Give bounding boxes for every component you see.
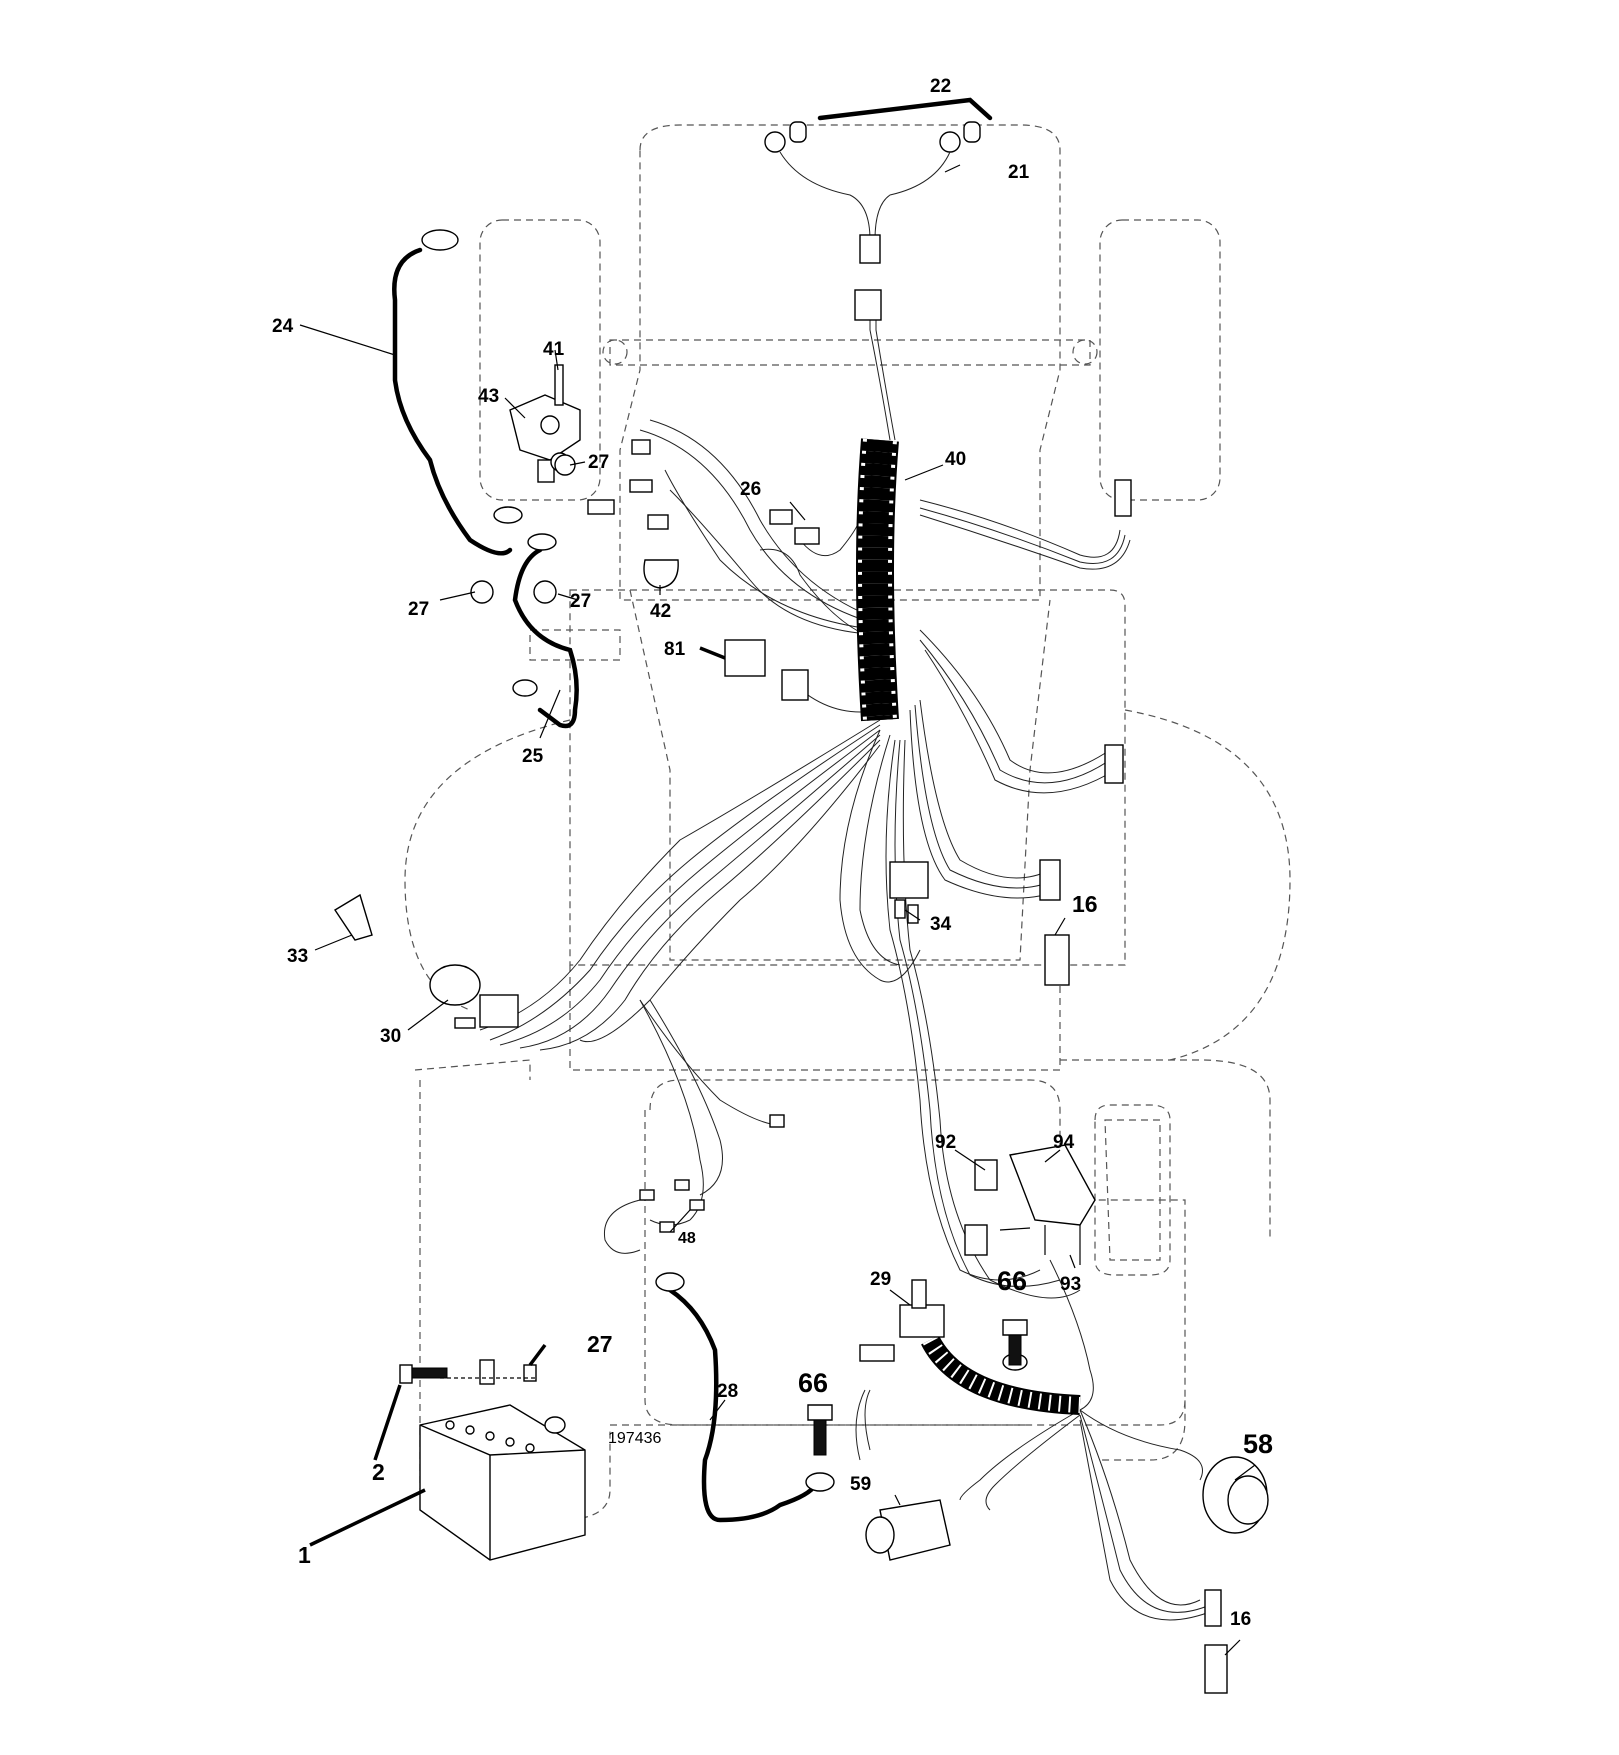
callout-25: 25 (522, 746, 544, 767)
wire-loom-40 (856, 438, 899, 722)
battery-1 (419, 1404, 586, 1561)
callout-48: 48 (678, 1230, 696, 1247)
callout-27-c: 27 (570, 591, 591, 612)
callout-41: 41 (543, 339, 565, 360)
chassis-outlines (404, 124, 1291, 1521)
callout-42: 42 (650, 601, 671, 622)
switch-34 (889, 861, 929, 899)
key-33 (334, 893, 373, 941)
callout-30: 30 (380, 1026, 401, 1047)
callout-93: 93 (1060, 1274, 1081, 1295)
bolt-66-b (1002, 1319, 1028, 1366)
clutch-58 (1202, 1456, 1269, 1534)
callout-34: 34 (930, 914, 952, 935)
callout-labels: 24 41 43 27 27 27 25 26 40 42 81 22 21 3… (272, 76, 1273, 1630)
callout-58: 58 (1243, 1429, 1273, 1459)
leader-lines (299, 164, 1256, 1656)
headlight-right (939, 121, 981, 153)
callout-27-d: 27 (587, 1331, 613, 1357)
reference-number: 197436 (608, 1430, 661, 1447)
callout-22: 22 (930, 76, 951, 97)
callout-21: 21 (1008, 162, 1030, 183)
callout-94: 94 (1053, 1132, 1075, 1153)
callout-43: 43 (478, 386, 499, 407)
callout-66-b: 66 (997, 1266, 1027, 1296)
callout-27-b: 27 (408, 599, 429, 620)
nut-27-b (470, 580, 494, 604)
cable-22 (817, 97, 993, 121)
cable-28 (667, 1287, 818, 1523)
headlight-left (764, 121, 807, 153)
module-59 (865, 1499, 951, 1561)
callout-33: 33 (287, 946, 308, 967)
bolt-2 (399, 1364, 448, 1384)
callout-16-a: 16 (1072, 891, 1098, 917)
cables (392, 97, 993, 1523)
relay-81 (724, 639, 809, 701)
callout-24: 24 (272, 316, 294, 337)
ignition-switch-30 (429, 964, 519, 1029)
callout-28: 28 (717, 1381, 738, 1402)
seat-switch-94 (1009, 1144, 1096, 1226)
callout-81: 81 (664, 639, 686, 660)
callout-1: 1 (298, 1542, 311, 1568)
callout-59: 59 (850, 1474, 871, 1495)
cable-25 (512, 547, 579, 729)
callout-40: 40 (945, 449, 966, 470)
callout-92: 92 (935, 1132, 956, 1153)
callout-66-a: 66 (798, 1368, 828, 1398)
callout-26: 26 (740, 479, 761, 500)
callout-16-b: 16 (1230, 1609, 1251, 1630)
callout-29: 29 (870, 1269, 891, 1290)
cable-24 (392, 247, 513, 556)
callout-2: 2 (372, 1459, 385, 1485)
components (334, 121, 1269, 1694)
harness-wires (479, 300, 1216, 1621)
solenoid-43 (509, 364, 581, 483)
nut-27-c (533, 580, 557, 604)
switch-29 (859, 1279, 945, 1362)
coiled-cable (921, 1335, 1081, 1415)
nut-27-a (554, 454, 576, 476)
bolt-66-a (807, 1404, 833, 1456)
callout-27-a: 27 (588, 452, 609, 473)
